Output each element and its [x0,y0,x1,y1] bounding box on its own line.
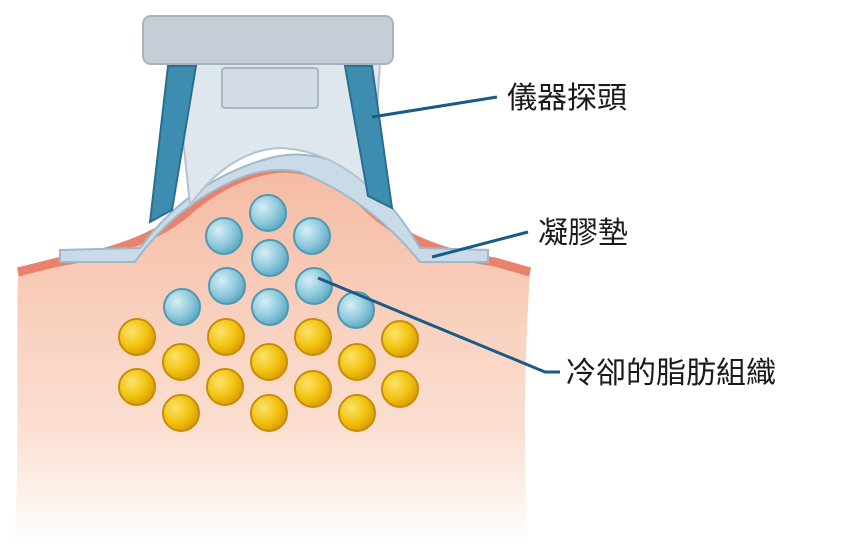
probe-arm-right [343,65,394,210]
cooled-cell [208,267,246,305]
leader-line-cooled-fat [317,276,560,374]
fat-cell [294,370,332,408]
label-gel-pad: 凝膠墊 [538,216,628,251]
fat-cell [207,318,245,356]
fat-cell [162,394,200,432]
leader-line-probe [371,95,498,119]
cooled-cell [251,239,289,277]
fat-cell [381,370,419,408]
fat-cell [338,394,376,432]
fat-cell [250,394,288,432]
fat-cell [162,343,200,381]
cooled-cell [251,288,289,326]
cooled-cell [295,267,333,305]
fat-cell [118,368,156,406]
label-cooled-fat: 冷卻的脂肪組織 [566,356,776,391]
fat-cell [381,320,419,358]
probe-center-block [221,67,319,109]
probe-arm-left [148,65,198,224]
fat-cells-group [118,318,419,432]
fat-cell [294,318,332,356]
leader-line-gel-pad [431,230,529,259]
cooled-cells-group [163,194,375,329]
fat-cell [206,368,244,406]
fat-cell [118,318,156,356]
probe-cap [142,15,394,65]
cooled-cell [249,194,287,232]
cooled-cell [163,288,201,326]
fat-cell [338,343,376,381]
cooled-cell [205,217,243,255]
fat-cell [250,343,288,381]
cooled-cell [293,217,331,255]
gel-pad [59,153,489,263]
label-probe: 儀器探頭 [507,81,627,116]
cooled-cell [337,291,375,329]
